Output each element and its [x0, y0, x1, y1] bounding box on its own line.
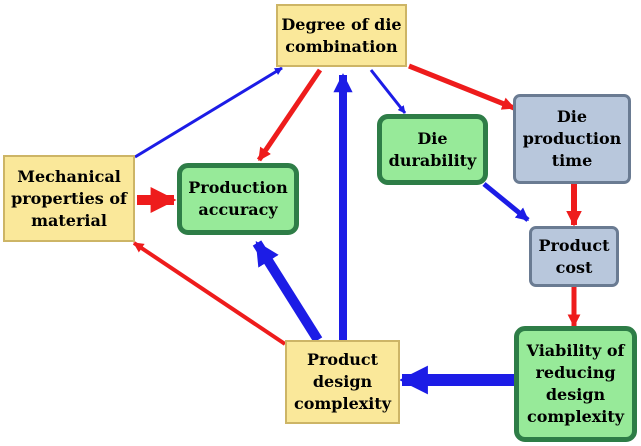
arrow-complexity-to-accuracy	[252, 240, 323, 343]
node-label: Viability of reducing design complexity	[526, 341, 625, 426]
arrow-mechanical-to-degree	[134, 66, 283, 159]
node-mechanical-properties: Mechanical properties of material	[3, 155, 135, 242]
node-label: Die durability	[388, 128, 477, 170]
node-label: Die production time	[522, 107, 622, 170]
node-production-accuracy: Production accuracy	[177, 163, 299, 235]
node-die-production-time: Die production time	[513, 94, 631, 184]
node-label: Production accuracy	[188, 178, 288, 219]
node-degree-of-die-combination: Degree of die combination	[276, 4, 407, 67]
arrow-degree-to-production-time	[408, 63, 516, 111]
arrow-complexity-to-mechanical	[132, 241, 287, 346]
arrow-durability-to-cost	[482, 182, 530, 222]
node-product-cost: Product cost	[529, 226, 619, 287]
arrow-degree-to-durability	[369, 69, 407, 114]
node-label: Product cost	[538, 235, 610, 277]
arrow-degree-to-accuracy	[256, 68, 323, 162]
node-label: Mechanical properties of material	[11, 166, 127, 230]
node-product-design-complexity: Product design complexity	[285, 340, 400, 424]
node-die-durability: Die durability	[377, 114, 488, 185]
node-viability-of-reducing-design-complexity: Viability of reducing design complexity	[514, 326, 637, 442]
node-label: Product design complexity	[293, 350, 392, 413]
node-label: Degree of die combination	[281, 14, 402, 56]
